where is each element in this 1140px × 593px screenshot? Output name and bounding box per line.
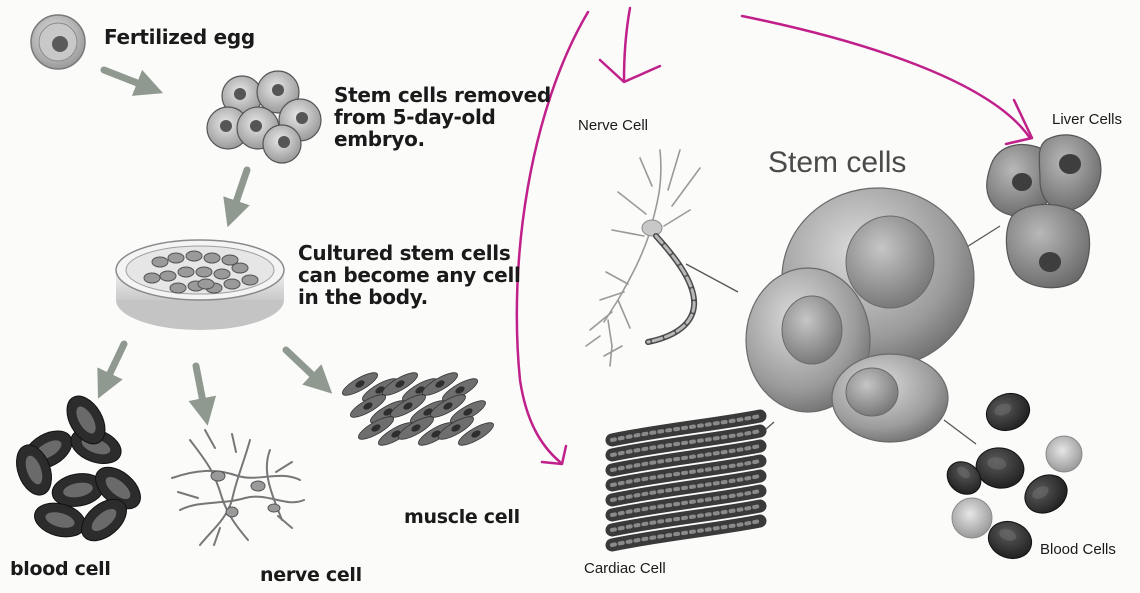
arrow-egg-to-stem <box>104 70 150 88</box>
culture-dish-illustration <box>116 240 284 330</box>
dish-cell <box>204 253 220 263</box>
dish-cell <box>170 283 186 293</box>
arrow-dish-to-nerve <box>196 366 205 412</box>
fertilized-egg-illustration <box>31 15 85 69</box>
stem-cells-illustration <box>746 188 974 442</box>
dish-cell <box>160 271 176 281</box>
cultured-stem-cells-label: Cultured stem cells can become any cell … <box>298 242 521 308</box>
neuron-illustration <box>586 150 700 366</box>
dish-cell <box>198 279 214 289</box>
red-blood-cell <box>981 388 1035 437</box>
stem-cells-title: Stem cells <box>768 146 906 180</box>
muscle-cell-illustration <box>340 369 497 449</box>
stem-cell-cluster-illustration <box>207 71 321 163</box>
blood-cell-label: blood cell <box>10 558 111 580</box>
cardiac-cell-illustration <box>612 416 760 545</box>
dish-cell <box>178 267 194 277</box>
red-blood-cell <box>973 444 1027 492</box>
dish-cell <box>168 253 184 263</box>
dish-cell <box>144 273 160 283</box>
blood-cells-label: Blood Cells <box>1040 541 1116 558</box>
arrow-dish-to-muscle <box>286 350 322 384</box>
nerve-cell-right-label: Nerve Cell <box>578 117 648 134</box>
stem-cells-removed-label: Stem cells removed from 5-day-old embryo… <box>334 84 551 150</box>
dish-cell <box>232 263 248 273</box>
red-blood-cell <box>1018 467 1074 520</box>
cardiac-cell-label: Cardiac Cell <box>584 560 666 577</box>
magenta-down-arrow <box>600 8 660 82</box>
nerve-cell-illustration <box>172 430 304 545</box>
fertilized-egg-label: Fertilized egg <box>104 26 255 48</box>
arrow-dish-to-blood <box>104 344 124 386</box>
arrow-stem-to-dish <box>232 170 247 214</box>
dish-cell <box>186 251 202 261</box>
dish-cell <box>196 267 212 277</box>
liver-cells-label: Liver Cells <box>1052 111 1122 128</box>
muscle-cell-label: muscle cell <box>404 506 520 528</box>
dish-cell <box>224 279 240 289</box>
magenta-curve-right <box>742 16 1030 138</box>
dish-cell <box>242 275 258 285</box>
magenta-curve-left <box>517 12 588 462</box>
dish-cell <box>214 269 230 279</box>
blood-cells-illustration <box>941 388 1082 565</box>
blood-cell-illustration <box>10 389 148 548</box>
dish-cell <box>152 257 168 267</box>
nerve-cell-label: nerve cell <box>260 564 362 586</box>
liver-cells-illustration <box>987 135 1101 288</box>
